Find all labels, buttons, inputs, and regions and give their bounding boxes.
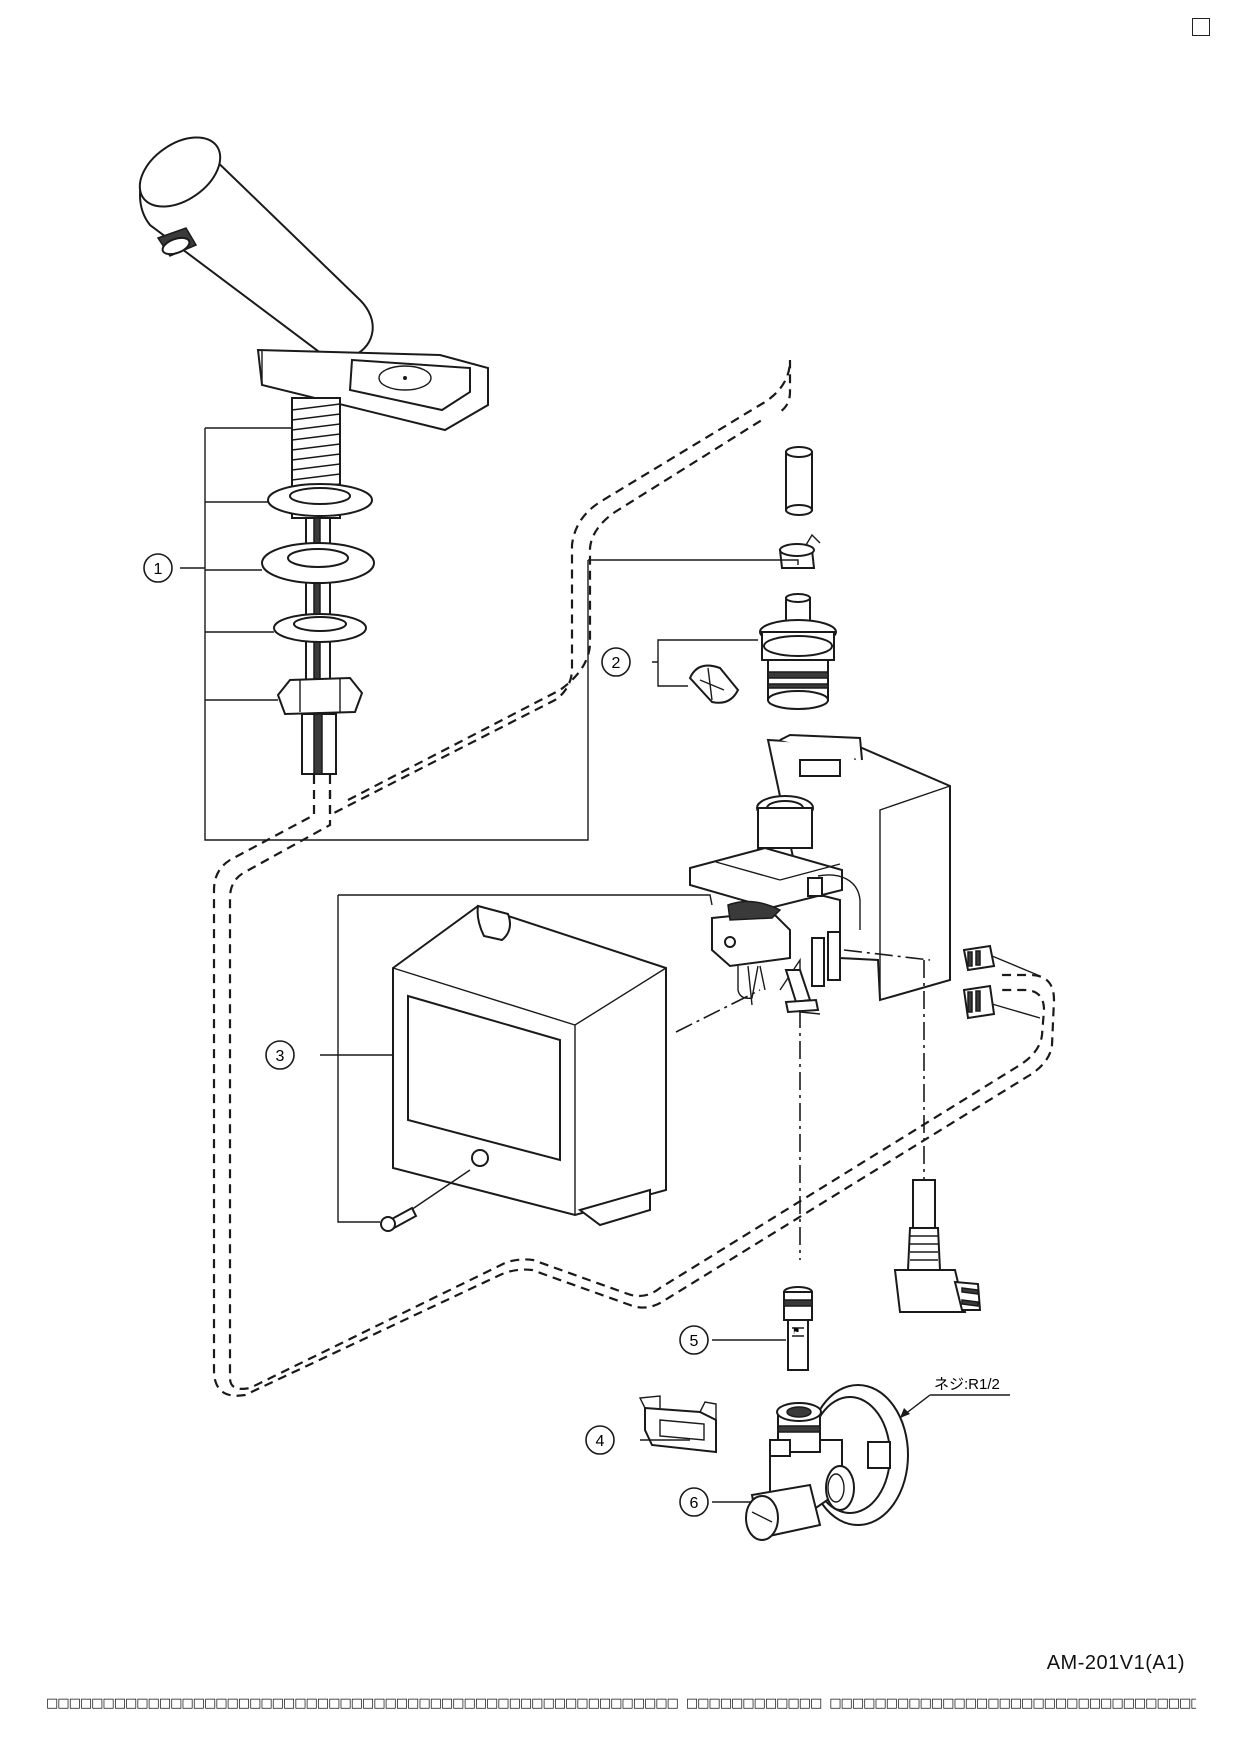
svg-text:⚑: ⚑ — [792, 1326, 800, 1336]
retaining-clip — [688, 664, 740, 704]
callout-5: 5 — [679, 1325, 709, 1355]
model-code: AM-201V1(A1) — [1046, 1652, 1185, 1674]
footer-segment: □□□□□□□□□□□□ — [685, 1695, 822, 1711]
callout-2-label: 2 — [612, 655, 621, 672]
callout-4: 4 — [585, 1425, 615, 1455]
callout-1-label: 1 — [154, 561, 163, 578]
footer-text-row: □□□□□□□□□□□□□□□□□□□□□□□□□□□□□□□□□□□□□□□□… — [46, 1693, 1196, 1713]
power-cord-plug — [893, 1179, 982, 1313]
callout-5-label: 5 — [690, 1333, 699, 1350]
check-valve-cartridge — [759, 593, 837, 710]
callout-6-label: 6 — [690, 1495, 699, 1512]
callout-6: 6 — [679, 1487, 709, 1517]
faucet-shank-assembly — [180, 397, 375, 841]
valve-bracket-assembly — [689, 733, 951, 1015]
hose-clamp — [778, 533, 821, 569]
fixing-screw — [380, 1169, 471, 1232]
filter-cartridge: ⚑ — [783, 1286, 813, 1371]
angle-valve-clip — [638, 1395, 717, 1454]
callout-1: 1 — [143, 553, 173, 583]
faucet-spout — [138, 136, 489, 432]
control-unit-cover — [392, 904, 667, 1227]
angle-stop-valve — [745, 1384, 909, 1541]
callout-4-label: 4 — [596, 1433, 605, 1450]
corner-box-icon — [1192, 18, 1210, 36]
footer-segment: □□□□□□□□□□□□□□□□□□□□□□□□□□□□□□□□□□□□□□□□… — [46, 1695, 679, 1711]
wire-connectors — [962, 944, 1041, 1020]
supply-hoses — [212, 359, 1056, 1397]
callout-2: 2 — [601, 647, 631, 677]
hose-sleeve — [785, 446, 813, 516]
callout-3: 3 — [265, 1040, 295, 1070]
callout-3-label: 3 — [276, 1048, 285, 1065]
footer-segment: □□□□□□□□□□□□□□□□□□□□□□□□□□□□□□□□□□□□□□□□… — [829, 1695, 1196, 1711]
thread-note: ネジ:R1/2 — [934, 1376, 1000, 1393]
